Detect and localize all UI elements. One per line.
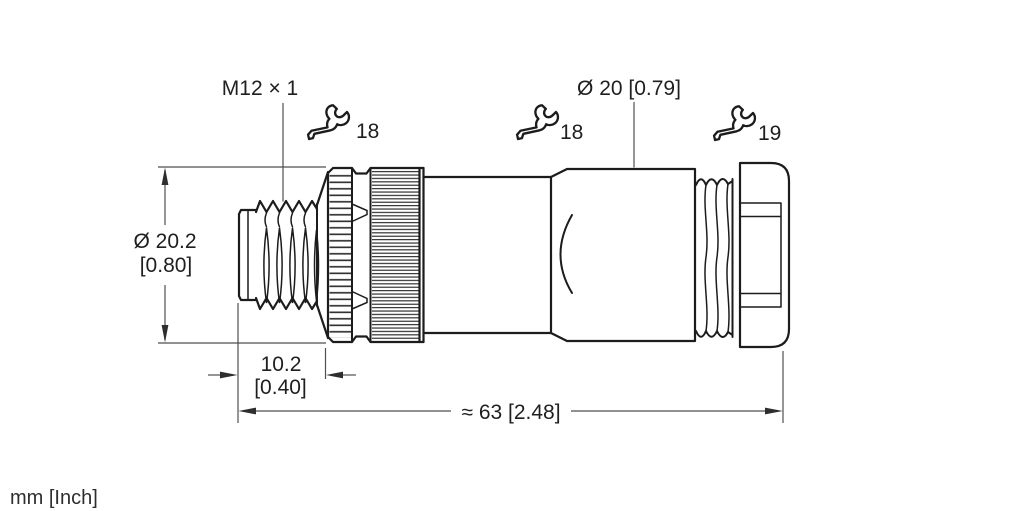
wrench-icon: [306, 104, 351, 141]
mid-cylinder: [422, 175, 553, 335]
coupling-nut: [326, 166, 425, 344]
nut-diameter-mm-label: Ø 20.2: [133, 230, 196, 253]
thread-length-dimension: [208, 303, 356, 423]
arrow-up: [161, 167, 169, 185]
nut-diameter-inch-label: [0.80]: [140, 254, 193, 277]
arrow-right: [765, 407, 783, 415]
wrench-icon: [515, 104, 560, 141]
wrench-icon: [712, 105, 757, 142]
body-diameter-label: Ø 20 [0.79]: [577, 77, 681, 100]
overall-length-label: ≈ 63 [2.48]: [461, 401, 560, 424]
connector-body: [549, 167, 697, 343]
thread-length-inch-label: [0.40]: [254, 376, 307, 399]
wrench-size-label: 19: [758, 122, 781, 145]
nut-diameter-dimension: [158, 166, 326, 344]
connector-tip: [237, 208, 258, 302]
arrow-down: [161, 325, 169, 343]
arrow-left: [326, 371, 343, 379]
end-cap: [738, 161, 791, 349]
wrench-size-label: 18: [356, 120, 379, 143]
overall-length-dimension: [238, 351, 784, 423]
strain-relief-bellows: [695, 178, 734, 338]
thread-length-mm-label: 10.2: [261, 353, 302, 376]
wrench-size-label: 18: [560, 121, 583, 144]
arrow-left: [238, 407, 256, 415]
thread-section: [254, 170, 330, 340]
thread-spec-label: M12 × 1: [222, 77, 298, 100]
units-label: mm [Inch]: [10, 487, 98, 509]
arrow-right: [220, 371, 238, 379]
